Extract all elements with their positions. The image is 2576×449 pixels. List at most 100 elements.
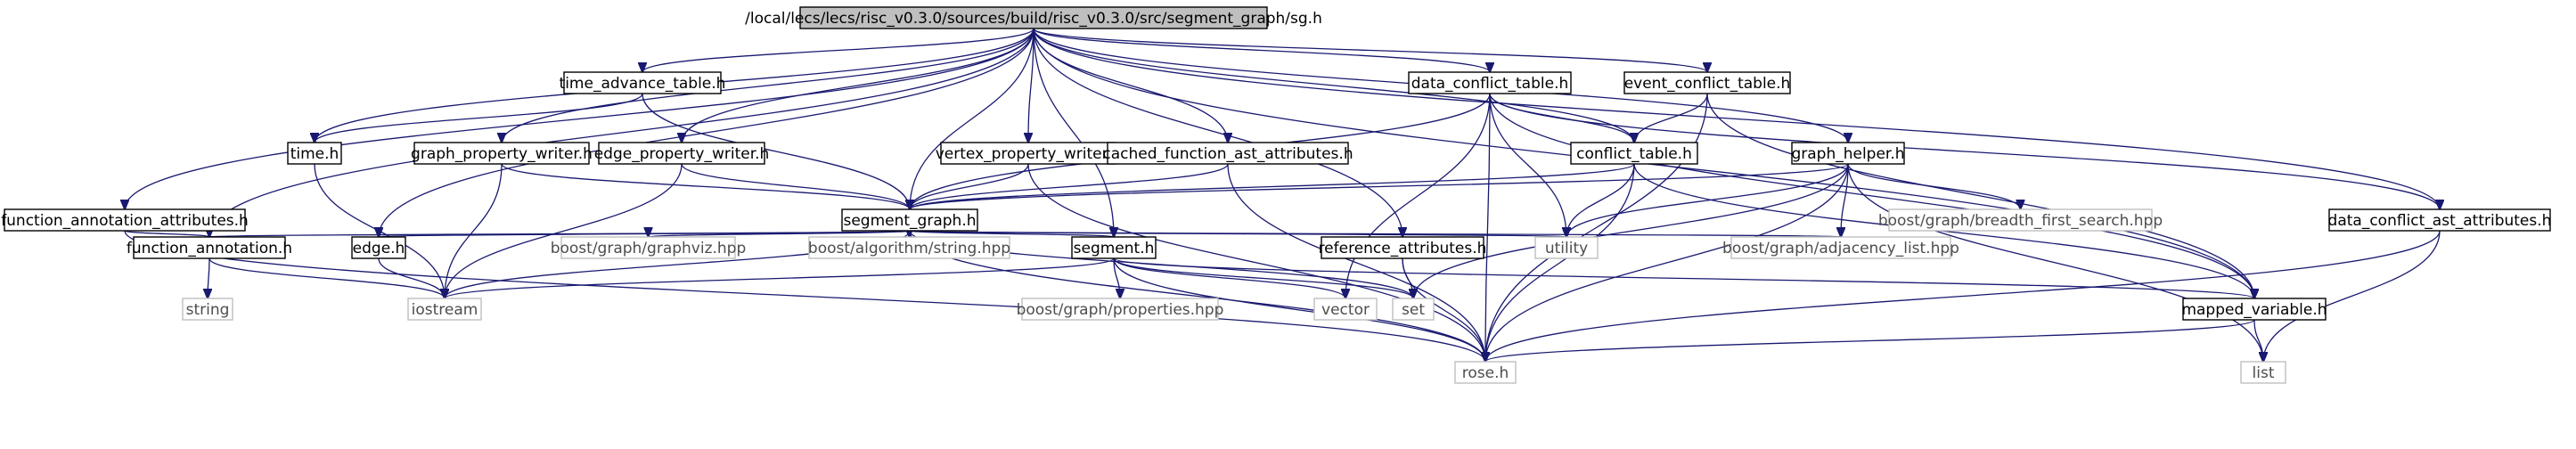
node-box — [598, 142, 765, 165]
node-label: function_annotation.h — [127, 240, 292, 257]
edge-sg-to-segment_graph — [910, 28, 1034, 209]
node-box — [2240, 361, 2286, 384]
node-box — [1071, 236, 1157, 259]
node-box — [1107, 142, 1349, 165]
node-graph-helper[interactable]: graph_helper.h — [1791, 142, 1905, 165]
edge-sg-to-reference_attributes — [1033, 28, 1402, 237]
node-box — [1888, 208, 2153, 232]
node-data-conflict-ast-attributes[interactable]: data_conflict_ast_attributes.h — [2328, 208, 2552, 232]
node-label: cached_function_ast_attributes.h — [1102, 145, 1353, 163]
edge-function_annotation-to-iostream — [209, 257, 445, 298]
node-box — [563, 71, 722, 94]
edge-segment-to-vector — [1113, 257, 1345, 298]
edge-function_annotation_attributes-to-function_annotation — [124, 231, 209, 237]
node-label: /local/lecs/lecs/risc_v0.3.0/sources/bui… — [745, 10, 1322, 28]
node-label: boost/graph/adjacency_list.hpp — [1722, 240, 1959, 257]
node-box — [2182, 298, 2327, 321]
node-data-conflict-table[interactable]: data_conflict_table.h — [1408, 71, 1572, 94]
edge-sg-to-event_conflict_table — [1033, 28, 1707, 72]
node-label: data_conflict_ast_attributes.h — [2328, 212, 2552, 230]
node-label: set — [1402, 301, 1425, 319]
node-label: utility — [1545, 240, 1588, 257]
node-mapped-variable[interactable]: mapped_variable.h — [2181, 298, 2327, 321]
node-box — [1623, 71, 1791, 94]
node-label: edge_property_writer.h — [594, 145, 770, 163]
node-label: mapped_variable.h — [2181, 301, 2327, 319]
node-box — [799, 6, 1268, 29]
edge-graph_helper-to-rose — [1485, 163, 1849, 362]
node-box — [1313, 298, 1378, 321]
node-cached-function-ast-attributes[interactable]: cached_function_ast_attributes.h — [1102, 142, 1353, 165]
edge-sg-to-segment — [1033, 28, 1114, 237]
node-box — [1408, 71, 1572, 94]
edge-event_conflict_table-to-rose — [1485, 93, 1708, 362]
node-string: string — [182, 298, 233, 321]
edge-reference_attributes-to-rose — [1402, 257, 1485, 362]
edge-segment-to-mapped_variable — [1113, 257, 2254, 298]
node-reference-attributes[interactable]: reference_attributes.h — [1319, 236, 1487, 259]
node-time[interactable]: time.h — [287, 142, 342, 165]
edge-sg-to-data_conflict_ast_attributes — [1033, 28, 2440, 209]
node-label: event_conflict_table.h — [1624, 75, 1791, 93]
node-box — [560, 236, 736, 259]
node-graph-property-writer[interactable]: graph_property_writer.h — [411, 142, 593, 165]
edge-segment-to-set — [1113, 257, 1413, 298]
node-label: segment_graph.h — [843, 212, 976, 230]
node-time-advance-table[interactable]: time_advance_table.h — [560, 71, 726, 94]
edge-segment-to-rose — [1113, 257, 1485, 362]
edge-segment_graph-to-boost_adjacency_list — [909, 231, 1841, 237]
node-box — [841, 208, 978, 232]
node-segment[interactable]: segment.h — [1071, 236, 1157, 259]
node-rose: rose.h — [1454, 361, 1517, 384]
edge-vertex_property_writer-to-segment_graph — [910, 163, 1029, 209]
edge-sg-to-data_conflict_table — [1033, 28, 1490, 72]
node-iostream: iostream — [407, 298, 482, 321]
edge-graph_helper-to-boost_bfs — [1847, 163, 2021, 209]
edge-event_conflict_table-to-conflict_table — [1634, 93, 1708, 143]
node-box — [287, 142, 342, 165]
edge-edge_property_writer-to-iostream — [445, 163, 683, 298]
node-label: string — [186, 301, 230, 319]
node-label: conflict_table.h — [1576, 145, 1692, 163]
node-label: boost/algorithm/string.hpp — [808, 240, 1010, 257]
edge-conflict_table-to-rose — [1485, 163, 1635, 362]
node-function-annotation-attributes[interactable]: function_annotation_attributes.h — [1, 208, 249, 232]
edge-sg-to-function_annotation — [209, 28, 1034, 237]
edge-sg-to-edge_property_writer — [682, 28, 1034, 143]
node-box — [1321, 236, 1484, 259]
node-box — [1570, 142, 1698, 165]
edge-data_conflict_table-to-vector — [1345, 93, 1491, 298]
node-boost-adjacency-list: boost/graph/adjacency_list.hpp — [1722, 236, 1959, 259]
node-sg[interactable]: /local/lecs/lecs/risc_v0.3.0/sources/bui… — [745, 6, 1322, 29]
node-label: reference_attributes.h — [1319, 240, 1487, 257]
node-segment-graph[interactable]: segment_graph.h — [841, 208, 978, 232]
edge-cached_function_ast_attributes-to-segment_graph — [910, 163, 1229, 209]
edge-function_annotation_attributes-to-rose — [124, 230, 1485, 362]
node-conflict-table[interactable]: conflict_table.h — [1570, 142, 1698, 165]
node-label: boost/graph/graphviz.hpp — [551, 240, 747, 257]
node-boost-graphviz: boost/graph/graphviz.hpp — [551, 236, 747, 259]
node-label: data_conflict_table.h — [1411, 75, 1569, 93]
node-box — [182, 298, 233, 321]
edge-graph_helper-to-list — [1847, 163, 2263, 362]
node-function-annotation[interactable]: function_annotation.h — [127, 236, 292, 259]
edge-graph_property_writer-to-iostream — [445, 163, 503, 298]
edge-graph_property_writer-to-segment_graph — [501, 163, 910, 209]
node-label: segment.h — [1074, 240, 1155, 257]
node-label: graph_property_writer.h — [411, 145, 593, 163]
node-label: rose.h — [1462, 364, 1509, 382]
edge-segment_graph-to-segment — [909, 231, 1114, 237]
node-vertex-property-writer[interactable]: vertex_property_writer.h — [936, 142, 1122, 165]
nodes-layer: /local/lecs/lecs/risc_v0.3.0/sources/bui… — [1, 6, 2552, 384]
node-box — [1534, 236, 1599, 259]
node-label: vertex_property_writer.h — [936, 145, 1122, 163]
edge-event_conflict_table-to-mapped_variable — [1706, 93, 2254, 298]
node-boost-properties: boost/graph/properties.hpp — [1017, 298, 1223, 321]
node-event-conflict-table[interactable]: event_conflict_table.h — [1623, 71, 1791, 94]
edge-time_advance_table-to-time — [315, 93, 643, 143]
node-edge-property-writer[interactable]: edge_property_writer.h — [594, 142, 770, 165]
node-box — [133, 236, 286, 259]
node-edge[interactable]: edge.h — [351, 236, 406, 259]
node-list: list — [2240, 361, 2286, 384]
